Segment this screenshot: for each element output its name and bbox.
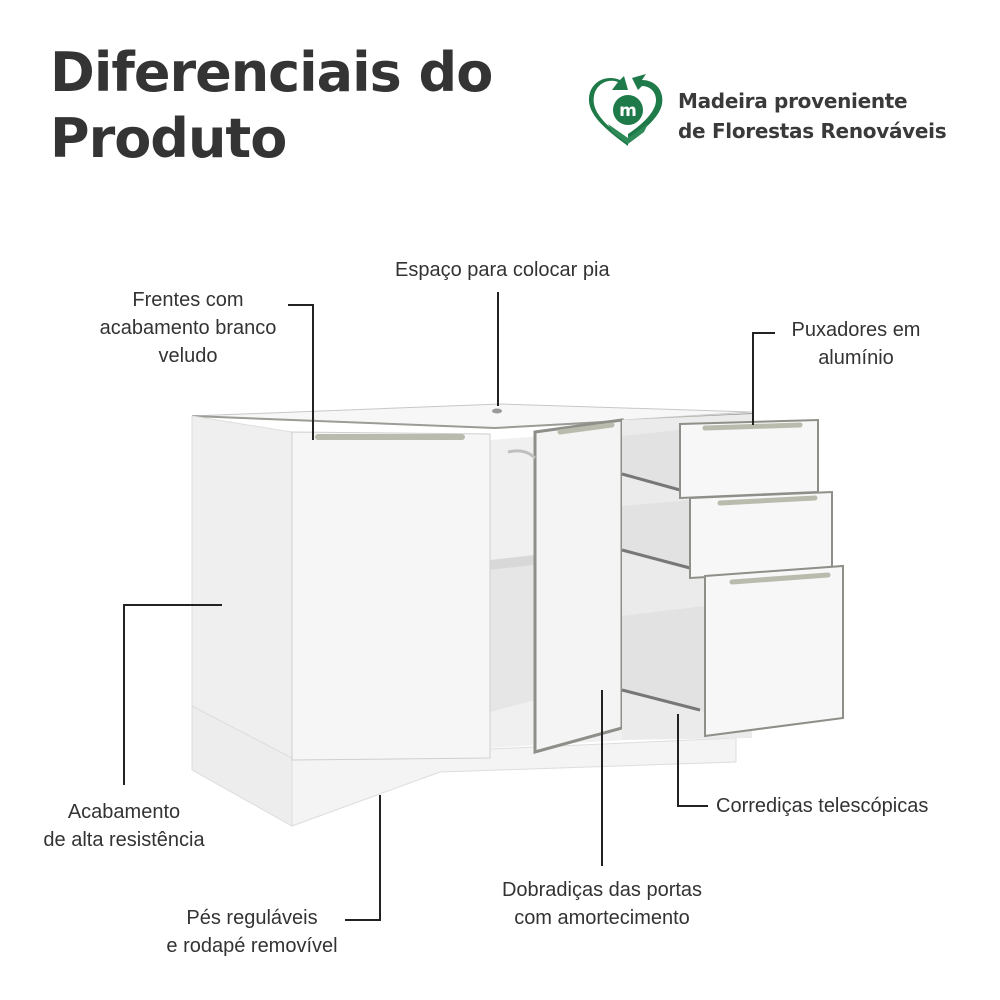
page-title-line1: Diferenciais do	[50, 41, 493, 104]
callout-soft-close-hinges: Dobradiças das portas com amortecimento	[501, 879, 703, 929]
badge-line2: de Florestas Renováveis	[678, 119, 947, 143]
callout-adjustable-feet: Pés reguláveis e rodapé removível	[166, 907, 338, 957]
page-title-line2: Produto	[50, 107, 287, 170]
logo-letter: m	[619, 101, 637, 121]
callout-high-resistance-finish: Acabamento de alta resistência	[43, 801, 205, 851]
recycle-heart-icon: m	[588, 74, 663, 146]
callout-sink-space: Espaço para colocar pia	[395, 259, 610, 281]
badge-line1: Madeira proveniente	[678, 89, 908, 113]
callout-fronts-finish: Frentes com acabamento branco veludo	[99, 289, 277, 367]
callout-aluminum-handles: Puxadores em alumínio	[791, 319, 921, 369]
page-title: Diferenciais do Produto	[50, 40, 493, 172]
renewable-wood-badge: m Madeira proveniente de Florestas Renov…	[588, 72, 978, 152]
callout-telescopic-slides: Corrediças telescópicas	[716, 795, 929, 817]
